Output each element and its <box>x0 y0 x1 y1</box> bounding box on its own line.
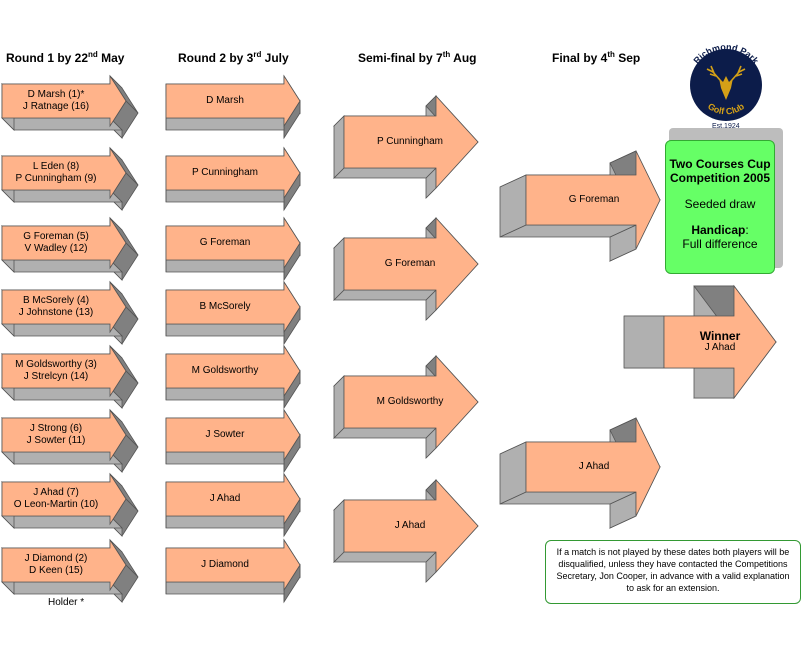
round1-match-label: J Strong (6)J Sowter (11) <box>26 423 86 446</box>
handicap-value: Full difference <box>682 237 758 251</box>
round2-arrow-face <box>165 216 301 270</box>
round1-arrow-face <box>1 146 127 200</box>
stag-icon <box>706 65 746 100</box>
round1-arrow-side <box>1 189 123 203</box>
round2-arrow-face <box>165 538 301 592</box>
round1-arrow-side <box>1 117 123 131</box>
semi-arrow-side <box>333 289 437 301</box>
round2-arrow-side <box>165 323 285 337</box>
round2-arrow-face <box>165 280 301 334</box>
holder-note: Holder * <box>48 597 85 608</box>
handicap-line: Handicap: <box>691 223 749 237</box>
round2-arrow-side <box>165 117 285 131</box>
round2-player-label: J Diamond <box>201 559 249 570</box>
semi-player-label: J Ahad <box>394 520 426 531</box>
round1-match-label: G Foreman (5)V Wadley (12) <box>23 231 89 254</box>
round1-arrow-face <box>1 216 127 270</box>
header-round2: Round 2 by 3rd July <box>178 50 289 65</box>
round2-player-label: J Ahad <box>209 493 241 504</box>
round2-player-label: M Goldsworthy <box>191 365 259 376</box>
round1-arrow-side <box>1 323 123 337</box>
round1-arrow-side <box>1 515 123 529</box>
round1-arrow-face <box>1 344 127 398</box>
round1-match-label: J Diamond (2)D Keen (15) <box>24 553 88 576</box>
round2-player-label: B McSorely <box>199 301 251 312</box>
semi-arrow-face <box>343 478 479 574</box>
round2-player-label: J Sowter <box>205 429 245 440</box>
header-final: Final by 4th Sep <box>552 50 641 65</box>
round1-arrow-side <box>1 259 123 273</box>
semi-player-label: M Goldsworthy <box>376 396 444 407</box>
logo-bottom-text: Golf Club <box>706 101 746 117</box>
disqualification-note: If a match is not played by these dates … <box>545 540 801 604</box>
club-logo: Richmond Park Golf Club <box>690 42 762 121</box>
round1-match-label: M Goldsworthy (3)J Strelcyn (14) <box>15 359 97 382</box>
round2-arrow-side <box>165 259 285 273</box>
semi-arrow-face <box>343 216 479 312</box>
header-semi-final: Semi-final by 7th Aug <box>358 50 477 65</box>
final-player-label: J Ahad <box>578 461 610 472</box>
round1-match-label: J Ahad (7)O Leon-Martin (10) <box>13 487 99 510</box>
semi-arrow-side <box>333 427 437 439</box>
round1-arrow-face <box>1 408 127 462</box>
semi-arrow-face <box>343 94 479 190</box>
round1-match-label: L Eden (8)P Cunningham (9) <box>15 161 97 184</box>
semi-player-label: G Foreman <box>384 258 436 269</box>
final-arrow-face <box>525 417 661 517</box>
semi-arrow-side <box>333 167 437 179</box>
round1-match-label: B McSorely (4)J Johnstone (13) <box>18 295 94 318</box>
competition-title: Two Courses Cup Competition 2005 <box>669 157 771 185</box>
draw-type: Seeded draw <box>684 197 756 211</box>
semi-player-label: P Cunningham <box>377 136 443 147</box>
round2-arrow-side <box>165 515 285 529</box>
round1-arrow-face <box>1 538 127 592</box>
round2-player-label: G Foreman <box>199 237 251 248</box>
round2-arrow-side <box>165 189 285 203</box>
round1-arrow-face <box>1 472 127 526</box>
round1-match-label: D Marsh (1)*J Ratnage (16) <box>22 89 90 112</box>
semi-arrow-face <box>343 354 479 450</box>
round1-arrow-face <box>1 74 127 128</box>
header-round1: Round 1 by 22nd May <box>6 50 125 65</box>
logo-est: Est.1924 <box>712 123 740 130</box>
competition-info-box: Two Courses Cup Competition 2005 Seeded … <box>665 140 775 274</box>
round1-arrow-side <box>1 387 123 401</box>
round2-arrow-face <box>165 472 301 526</box>
round2-arrow-face <box>165 344 301 398</box>
round2-player-label: D Marsh <box>206 95 244 106</box>
round2-arrow-face <box>165 74 301 128</box>
round2-arrow-side <box>165 581 285 595</box>
round2-player-label: P Cunningham <box>192 167 258 178</box>
round2-arrow-face <box>165 408 301 462</box>
round1-arrow-face <box>1 280 127 334</box>
final-player-label: G Foreman <box>568 194 620 205</box>
final-arrow-face <box>525 150 661 250</box>
round2-arrow-face <box>165 146 301 200</box>
round2-arrow-side <box>165 451 285 465</box>
handicap-label: Handicap <box>691 223 746 237</box>
round1-arrow-side <box>1 451 123 465</box>
round1-arrow-side <box>1 581 123 595</box>
semi-arrow-side <box>333 551 437 563</box>
round2-arrow-side <box>165 387 285 401</box>
winner-arrow-side <box>693 367 735 399</box>
winner-arrow-face <box>663 284 777 400</box>
